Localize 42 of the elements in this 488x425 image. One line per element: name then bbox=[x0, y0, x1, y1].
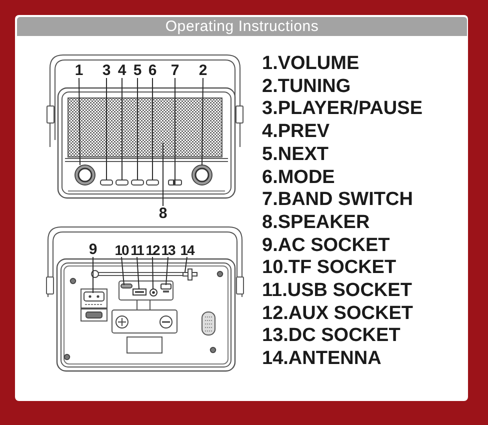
parts-list-item: 9.AC SOCKET bbox=[262, 234, 391, 258]
leader-line bbox=[162, 142, 164, 206]
parts-list-item: 1.VOLUME bbox=[262, 53, 360, 76]
parts-list-item: 10.TF SOCKET bbox=[262, 257, 398, 280]
parts-list-item: 7.BAND SWITCH bbox=[262, 189, 414, 212]
leader-line bbox=[174, 78, 176, 180]
callout-number: 5 bbox=[133, 63, 142, 78]
parts-list-item: 11.USB SOCKET bbox=[262, 280, 413, 303]
parts-list-item: 6.MODE bbox=[262, 166, 336, 190]
leader-line bbox=[136, 256, 140, 290]
parts-list-item: 14.ANTENNA bbox=[262, 348, 382, 371]
parts-list-item: 3.PLAYER/PAUSE bbox=[262, 98, 422, 122]
leader-line bbox=[184, 256, 188, 272]
callout-number: 4 bbox=[118, 63, 126, 78]
callout-number: 2 bbox=[198, 63, 208, 78]
callout-number: 12 bbox=[146, 243, 160, 257]
parts-list-item: 8.SPEAKER bbox=[262, 212, 371, 235]
callout-number: 11 bbox=[130, 243, 144, 257]
callout-number: 8 bbox=[158, 206, 168, 221]
callout-number: 13 bbox=[161, 243, 175, 257]
leader-line bbox=[152, 256, 154, 290]
callout-number: 9 bbox=[88, 242, 98, 257]
leader-line bbox=[78, 78, 80, 166]
parts-list-item: 4.PREV bbox=[262, 121, 331, 144]
callout-number: 1 bbox=[74, 63, 84, 78]
leader-line bbox=[137, 78, 138, 180]
parts-list-item: 5.NEXT bbox=[262, 144, 330, 167]
callout-number: 6 bbox=[148, 63, 157, 78]
parts-list-item: 13.DC SOCKET bbox=[262, 325, 402, 348]
callout-number: 14 bbox=[180, 243, 194, 257]
leader-line bbox=[92, 256, 94, 294]
leader-line bbox=[166, 256, 168, 286]
callout-number: 7 bbox=[170, 63, 180, 78]
leader-line bbox=[106, 78, 107, 180]
leader-line bbox=[152, 78, 153, 180]
parts-list-item: 12.AUX SOCKET bbox=[262, 302, 414, 326]
callout-number: 3 bbox=[102, 63, 111, 78]
parts-list-item: 2.TUNING bbox=[262, 76, 352, 98]
leader-line bbox=[121, 256, 124, 286]
callout-number: 10 bbox=[114, 243, 128, 257]
leader-line bbox=[202, 78, 204, 166]
title: Operating Instructions bbox=[165, 18, 319, 35]
